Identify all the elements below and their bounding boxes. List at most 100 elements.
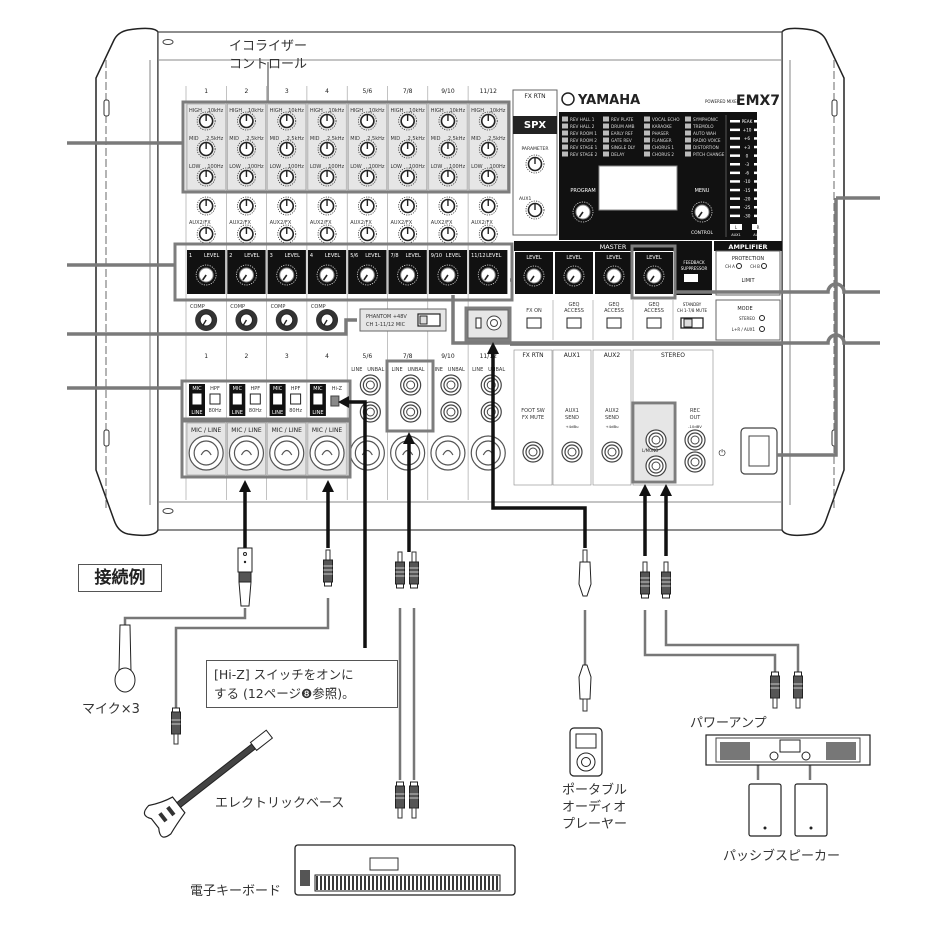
eq-freq-label: 100Hz bbox=[449, 164, 465, 170]
hpf-freq-label: 80Hz bbox=[289, 408, 302, 414]
eq-freq-label: 2.5kHz bbox=[287, 136, 305, 142]
eq-freq-label: 10kHz bbox=[449, 108, 465, 114]
output-label: AUX2 bbox=[605, 408, 619, 414]
geq-access-button[interactable] bbox=[646, 317, 662, 329]
hpf-button[interactable] bbox=[249, 393, 261, 405]
standby-label: STANDBY bbox=[683, 302, 702, 307]
preset-item: CHORUS 1 bbox=[652, 145, 674, 150]
preset-item: KARAOKE bbox=[652, 124, 672, 129]
channel-number-bottom: 9/10 bbox=[441, 353, 455, 360]
line-input-jack-r[interactable] bbox=[440, 401, 462, 423]
line-input-jack-l[interactable] bbox=[400, 374, 422, 396]
meter-scale-label: -25 bbox=[744, 205, 751, 210]
output-section-label: STEREO bbox=[661, 352, 685, 359]
mic-line-combo-jack[interactable] bbox=[309, 435, 345, 471]
mini-plug bbox=[578, 664, 592, 712]
mic-xlr-jack[interactable] bbox=[349, 435, 385, 471]
xlr-plug bbox=[237, 547, 253, 607]
eq-freq-label: 10kHz bbox=[248, 108, 264, 114]
line-input-jack-l[interactable] bbox=[440, 374, 462, 396]
output-label-2: SEND bbox=[565, 415, 579, 421]
channel-number-top: 3 bbox=[285, 88, 289, 95]
preset-item: RADIO VOICE bbox=[693, 138, 721, 143]
mic-xlr-jack[interactable] bbox=[470, 435, 506, 471]
stereo-mini-adapter bbox=[578, 549, 592, 597]
keyboard-label: 電子キーボード bbox=[190, 884, 282, 899]
line-label: LINE bbox=[191, 410, 202, 416]
eq-freq-label: 2.5kHz bbox=[206, 136, 224, 142]
eq-freq-label: 10kHz bbox=[490, 108, 506, 114]
speakers-label: パッシブスピーカー bbox=[723, 849, 841, 864]
mic-line-combo-jack[interactable] bbox=[269, 435, 305, 471]
parameter-label: PARAMETER bbox=[522, 146, 549, 152]
keyboard bbox=[294, 844, 516, 896]
highlight-boxes bbox=[173, 100, 677, 484]
output-level-label: +4dBu bbox=[565, 424, 579, 429]
aux1-fx-label: AUX1 bbox=[519, 196, 531, 202]
hiz-switch[interactable] bbox=[330, 395, 340, 407]
yamaha-logo: YAMAHA bbox=[577, 93, 640, 108]
preset-item: PITCH CHANGE bbox=[693, 152, 725, 157]
foot-sw-jack[interactable] bbox=[522, 441, 544, 463]
mic-xlr-jack[interactable] bbox=[430, 435, 466, 471]
preset-item: DRUM AMB bbox=[611, 124, 635, 129]
master-button-label-top: GEQ bbox=[609, 302, 620, 308]
eq-freq-label: 10kHz bbox=[208, 108, 224, 114]
hpf-label: HPF bbox=[250, 386, 260, 392]
level-channel-label: 7/8 bbox=[391, 253, 399, 259]
stereo-out-r-jack[interactable] bbox=[645, 455, 667, 477]
meter-scale-label: -20 bbox=[744, 196, 751, 201]
preset-item: GATE REV bbox=[611, 138, 632, 143]
master-level-label: LEVEL bbox=[526, 255, 542, 261]
stereo-out-l-jack[interactable] bbox=[645, 429, 667, 451]
eq-freq-label: 10kHz bbox=[329, 108, 345, 114]
output-level-label: +4dBu bbox=[605, 424, 619, 429]
eq-freq-label: 10kHz bbox=[369, 108, 385, 114]
stereo-out-plug-r bbox=[661, 561, 671, 599]
eq-freq-label: 10kHz bbox=[409, 108, 425, 114]
mic-line-combo-jack[interactable] bbox=[188, 435, 224, 471]
hpf-button[interactable] bbox=[209, 393, 221, 405]
eq-band-label: MID bbox=[471, 136, 481, 142]
hpf-freq-label: 80Hz bbox=[209, 408, 222, 414]
master-label: MASTER bbox=[600, 243, 627, 251]
meter-scale-label: +10 bbox=[743, 128, 752, 133]
line-input-jack-r[interactable] bbox=[400, 401, 422, 423]
aux2-send-jack[interactable] bbox=[601, 441, 623, 463]
level-label: LEVEL bbox=[244, 253, 260, 259]
output-section-label: FX RTN bbox=[522, 352, 543, 359]
level-label: LEVEL bbox=[405, 253, 421, 259]
hiz-note: [Hi-Z] スイッチをオンに する (12ページ❽参照)。 bbox=[206, 660, 398, 708]
portable-line3: プレーヤー bbox=[562, 817, 628, 832]
power-amplifier bbox=[705, 734, 871, 766]
preset-item: DELAY bbox=[611, 152, 625, 157]
line-label: LINE bbox=[392, 367, 403, 373]
mode-lr-aux1-label: L+R / AUX1 bbox=[732, 327, 756, 332]
master-level-label: LEVEL bbox=[646, 255, 662, 261]
rec-out-l-jack[interactable] bbox=[684, 429, 706, 451]
rec-out-r-jack[interactable] bbox=[684, 451, 706, 473]
comp-label: COMP bbox=[271, 304, 286, 310]
eq-band-label: HIGH bbox=[350, 108, 363, 114]
geq-access-button[interactable] bbox=[566, 317, 582, 329]
mic-line-jack-label: MIC / LINE bbox=[231, 427, 262, 434]
stereo-out-plug-l bbox=[640, 561, 650, 599]
channel-number-top: 11/12 bbox=[480, 88, 497, 95]
meter-aux2-label: AUX2 bbox=[753, 233, 763, 237]
aux1-send-jack[interactable] bbox=[561, 441, 583, 463]
preset-item: REV HALL 2 bbox=[570, 124, 595, 129]
preset-item: REV STAGE 1 bbox=[570, 145, 598, 150]
hpf-button[interactable] bbox=[290, 393, 302, 405]
unbal-label: UNBAL bbox=[408, 367, 425, 373]
preset-item: SINGLE DLY bbox=[611, 145, 636, 150]
hpf-label: HPF bbox=[291, 386, 301, 392]
geq-access-button[interactable] bbox=[606, 317, 622, 329]
callout-lines bbox=[67, 62, 880, 457]
fx-on-button[interactable] bbox=[526, 317, 542, 329]
line-input-jack-l[interactable] bbox=[359, 374, 381, 396]
feedback-suppressor-button[interactable] bbox=[684, 274, 698, 282]
mic-line-combo-jack[interactable] bbox=[228, 435, 265, 471]
mono-label: L/MONO bbox=[642, 448, 658, 453]
stereo-level-highlight bbox=[630, 244, 677, 300]
